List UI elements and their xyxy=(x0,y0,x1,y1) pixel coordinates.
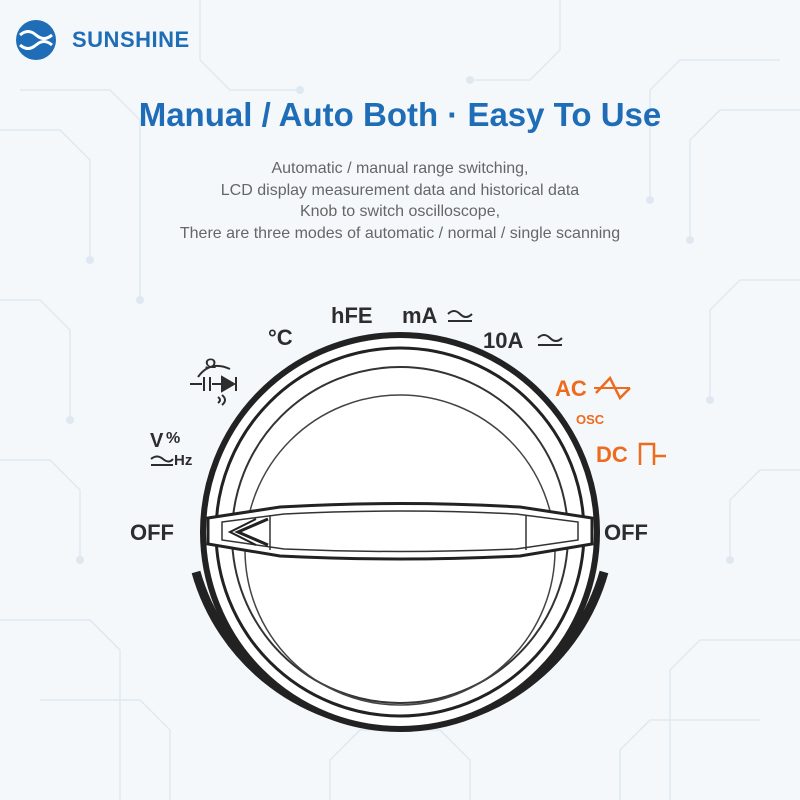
ma-label: mA xyxy=(402,303,438,328)
description-line: There are three modes of automatic / nor… xyxy=(179,224,621,242)
page-title: Manual / Auto Both · Easy To Use xyxy=(138,96,662,133)
brand-name: SUNSHINE xyxy=(72,27,190,52)
osc-label: OSC xyxy=(576,412,605,427)
ohm-label: Ω xyxy=(205,355,217,371)
description-line: LCD display measurement data and histori… xyxy=(220,181,580,199)
ac-label: AC xyxy=(555,376,587,401)
brand-wave-icon xyxy=(16,20,56,60)
hfe-label: hFE xyxy=(331,303,373,328)
volt-label: V xyxy=(150,430,164,452)
description-line: Automatic / manual range switching, xyxy=(271,160,529,177)
hz-label: Hz xyxy=(174,452,193,469)
dc-label: DC xyxy=(596,442,628,467)
ac-dc-symbols xyxy=(150,310,563,466)
dial-pointer[interactable] xyxy=(206,502,594,561)
feature-description: Automatic / manual range switching, LCD … xyxy=(0,158,800,244)
description-line: Knob to switch oscilloscope, xyxy=(299,203,501,220)
celsius-label: °C xyxy=(268,325,293,350)
off-right-label: OFF xyxy=(604,520,648,545)
percent-label: % xyxy=(166,430,181,447)
dc-square-icon xyxy=(638,442,666,465)
brand-logo: SUNSHINE xyxy=(14,20,190,60)
ten-amp-label: 10A xyxy=(483,328,524,353)
off-left-label: OFF xyxy=(130,520,174,545)
diode-continuity-icon xyxy=(190,364,237,406)
